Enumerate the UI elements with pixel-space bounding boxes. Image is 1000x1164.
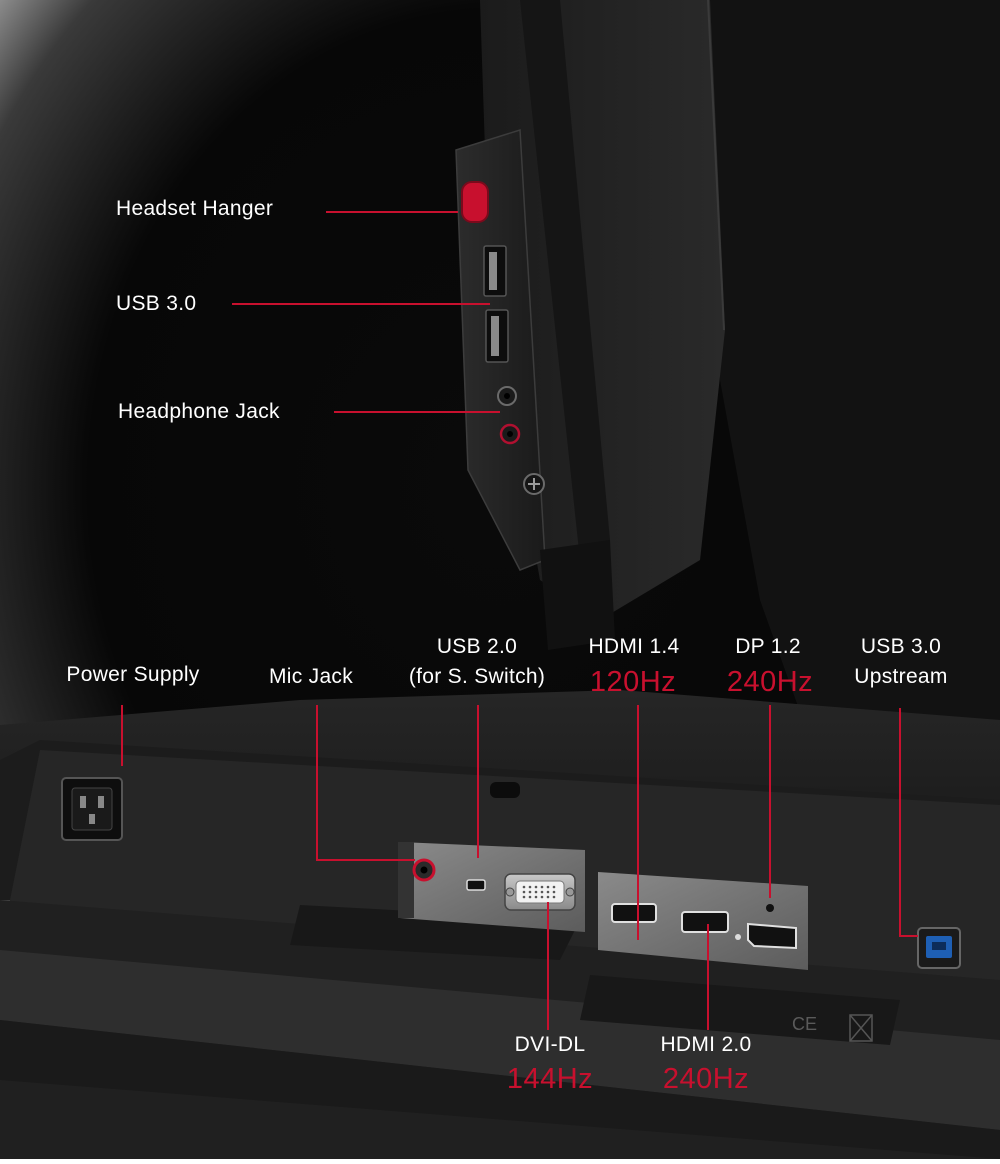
mini-usb-port: [466, 879, 486, 891]
displayport-port: [747, 922, 797, 950]
label-dp12-rate: 240Hz: [726, 666, 814, 698]
label-usb30-upstream-note: Upstream: [854, 665, 948, 688]
label-hdmi20-rate: 240Hz: [662, 1063, 750, 1095]
label-dp12: DP 1.2: [735, 635, 801, 658]
callout-line-mic: [316, 705, 415, 861]
label-headset-hanger: Headset Hanger: [116, 197, 274, 220]
label-dvidl: DVI-DL: [514, 1033, 586, 1056]
label-usb30-upstream: USB 3.0: [860, 635, 942, 658]
label-headphone-jack: Headphone Jack: [118, 400, 280, 423]
label-usb20: USB 2.0: [436, 635, 518, 658]
headset-hanger-button: [461, 181, 489, 223]
ce-mark: CE: [792, 1014, 817, 1034]
label-mic-jack: Mic Jack: [268, 665, 354, 688]
hdmi20-port: [681, 911, 729, 933]
label-hdmi14-rate: 120Hz: [589, 666, 677, 698]
label-hdmi14: HDMI 1.4: [588, 635, 680, 658]
label-usb20-note: (for S. Switch): [408, 665, 546, 688]
callout-line-usb-up: [899, 708, 918, 937]
label-dvidl-rate: 144Hz: [506, 1063, 594, 1095]
hdmi14-port: [611, 903, 657, 923]
callout-lines: [121, 211, 918, 1030]
label-usb30-side: USB 3.0: [116, 292, 197, 315]
label-hdmi20: HDMI 2.0: [660, 1033, 752, 1056]
label-power-supply: Power Supply: [66, 663, 200, 686]
